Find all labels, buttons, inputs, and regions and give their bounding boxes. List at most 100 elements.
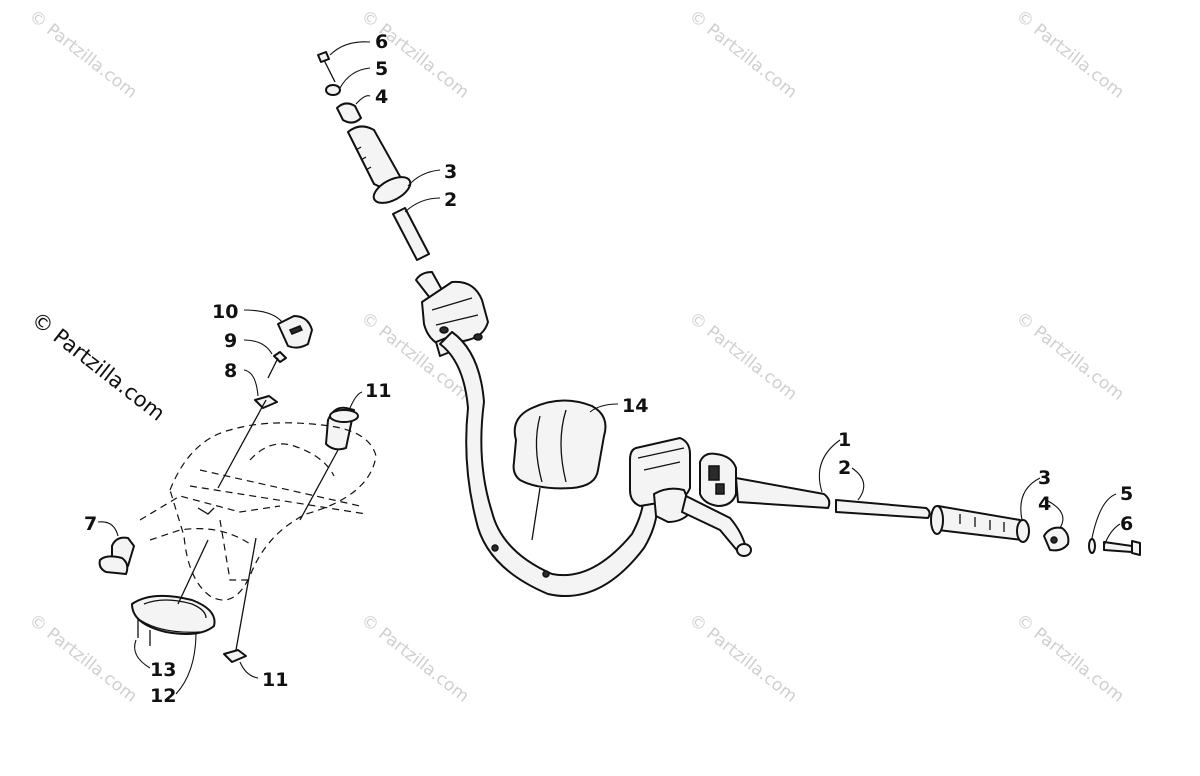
screw-head [1131,540,1141,556]
dash-edge [189,469,367,515]
key-detail [288,325,304,335]
leader-line [851,467,865,501]
callout-8: 8 [224,360,237,382]
switch-button [715,483,725,495]
leader-line [1020,477,1041,521]
dash-lower [139,495,281,521]
callout-3: 3 [444,161,457,183]
screw-shank [323,59,336,83]
leader-line [404,197,441,213]
bar-pad-body [512,399,607,490]
leader-line [299,449,339,521]
bar-end-stub [415,271,443,299]
reservoir-detail [637,447,685,471]
callout-10: 10 [212,301,238,323]
leader-line [243,339,273,355]
callout-5: 5 [375,58,388,80]
gauge-base [139,619,201,633]
callout-7: 7 [84,513,97,535]
nut-part [254,395,278,409]
watermark: © Partzilla.com [357,610,473,707]
bar-marker [542,570,550,578]
dash-clip [197,507,215,515]
right-controls [629,437,831,557]
bar-marker [491,544,499,552]
watermark: © Partzilla.com [25,610,141,707]
washer-part [1088,538,1096,554]
screw-shank [1103,541,1133,553]
callout-3: 3 [1038,467,1051,489]
switch-top [329,409,359,423]
dash-lower [149,528,251,545]
screw-part [317,51,330,63]
watermark: © Partzilla.com [25,6,141,103]
leader-line [1045,499,1064,529]
leader-line [235,537,257,651]
housing-screw [439,326,449,334]
watermark: © Partzilla.com [1012,610,1128,707]
callout-6: 6 [375,31,388,53]
leader-line [818,439,841,493]
callout-9: 9 [224,330,237,352]
grip-flange [930,505,944,535]
leader-line [1091,493,1117,539]
callout-4: 4 [1038,493,1051,515]
bar-pad-ribs [535,409,567,483]
watermark: © Partzilla.com [1012,308,1128,405]
grip-texture [959,514,1005,532]
leader-line [243,309,283,323]
key-shaft [267,357,279,379]
dash-outline [169,422,377,601]
watermark: © Partzilla.com [685,6,801,103]
watermark: © Partzilla.com [685,610,801,707]
callout-5: 5 [1120,483,1133,505]
watermark: © Partzilla.com [685,308,801,405]
nut-part [223,649,247,663]
gauge-body [131,594,216,635]
callout-2: 2 [444,189,457,211]
grip-part [937,505,1025,541]
grip-end [1016,519,1030,543]
leader-line [589,403,619,413]
leader-line [97,521,119,537]
lever-tip [736,543,752,557]
dash-contour [249,443,335,477]
brand-label: © Partzilla.com [27,307,169,426]
callout-12: 12 [150,685,176,707]
bar-pad-leader [531,487,541,541]
leader-line [329,41,371,56]
callout-11: 11 [365,380,391,402]
switch-button [708,465,720,481]
leader-line [339,67,371,89]
leader-line [407,169,441,187]
sleeve-part [392,207,430,261]
end-cap-part [336,102,362,124]
leader-line [175,631,197,695]
end-cap-hole [1050,536,1058,544]
watermark: © Partzilla.com [1012,6,1128,103]
leader-line [134,639,151,669]
gauge-bezel [143,599,207,619]
right-bar-end [735,477,831,509]
key-blade [273,351,287,363]
callout-4: 4 [375,86,388,108]
bar-pad [512,399,607,541]
callout-11: 11 [262,669,288,691]
callout-13: 13 [150,659,176,681]
leader-lines [97,41,1121,695]
housing-detail [431,297,479,326]
callout-14: 14 [622,395,648,417]
callout-1: 1 [838,429,851,451]
housing-screw [473,333,483,341]
leader-line [243,369,259,397]
ignition-dash-assembly [98,315,377,663]
right-grip-assembly [835,499,1141,556]
left-grip-assembly [317,51,489,357]
leader-line [217,399,267,489]
callout-6: 6 [1120,513,1133,535]
washer-part [325,84,341,96]
leader-line [355,95,371,105]
grip-texture [355,146,372,171]
